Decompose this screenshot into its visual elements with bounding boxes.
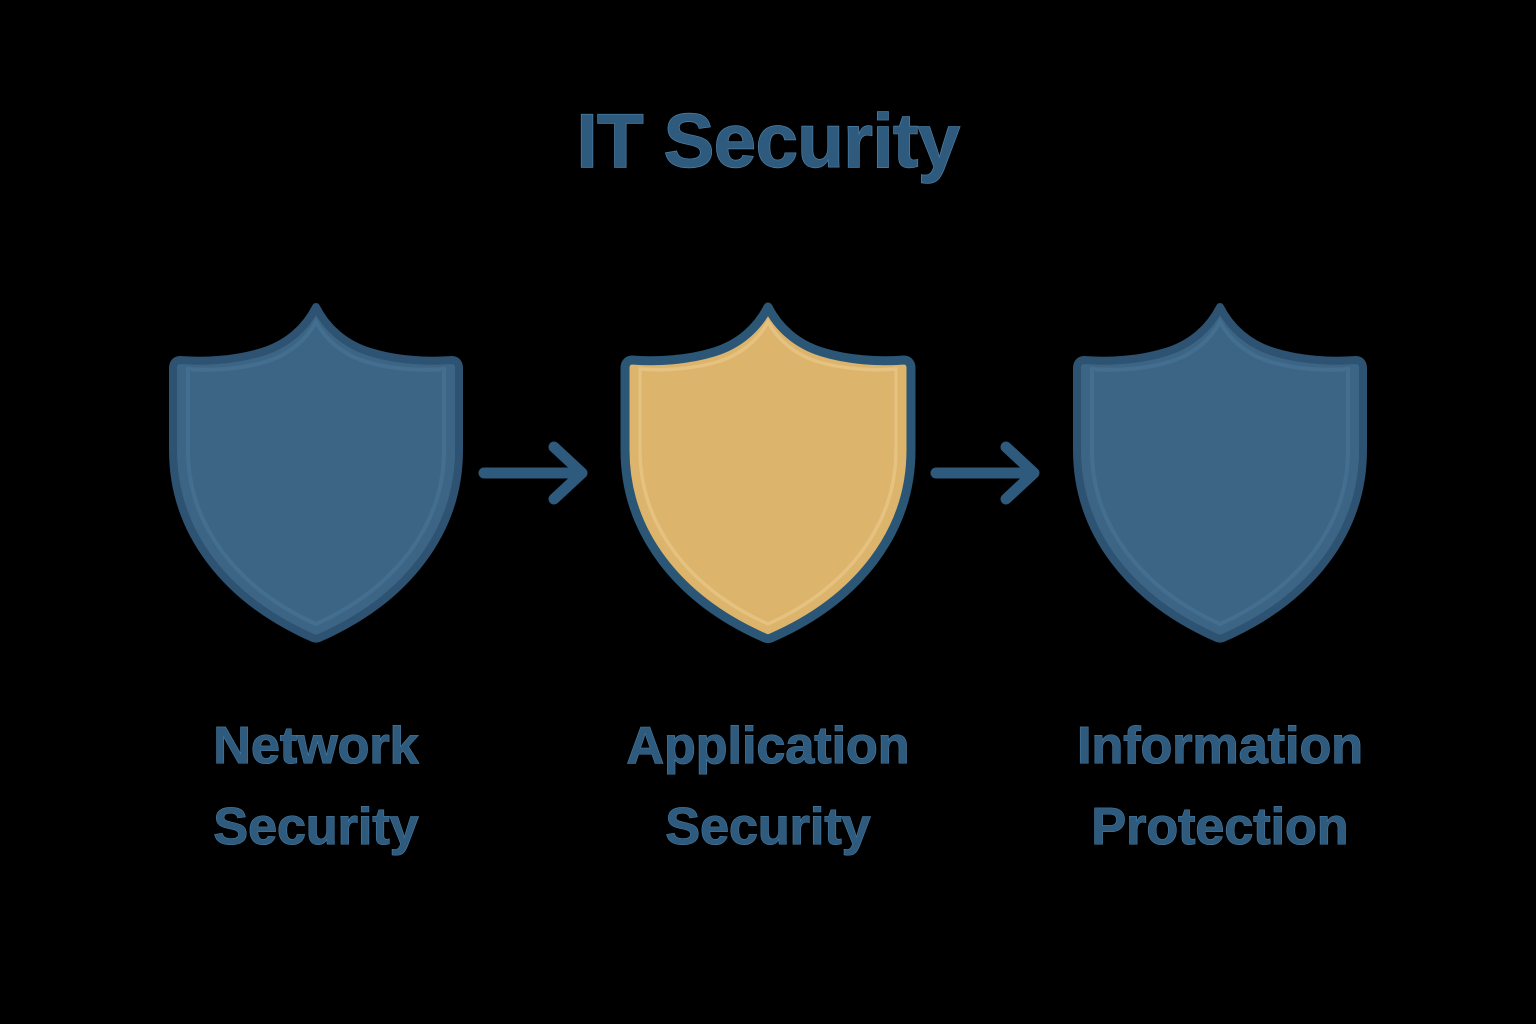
step-1-label: Network Security <box>106 706 526 867</box>
step-2-label-line1: Application <box>626 716 910 775</box>
process-flow-row <box>0 300 1536 645</box>
shield-icon <box>620 302 916 644</box>
step-2-label-line2: Security <box>665 797 871 856</box>
step-1-label-line1: Network <box>213 716 419 775</box>
arrow-right-icon <box>930 441 1040 505</box>
shield-icon <box>1073 303 1367 643</box>
step-3-label-line2: Protection <box>1091 797 1349 856</box>
step-1-network-security[interactable] <box>166 300 466 645</box>
step-2-label: Application Security <box>558 706 978 867</box>
step-3-information-protection[interactable] <box>1070 300 1370 645</box>
step-2-application-security[interactable] <box>618 300 918 645</box>
step-labels-row: Network Security Application Security In… <box>0 706 1536 876</box>
shield-icon <box>169 303 463 643</box>
connector-arrow-2 <box>930 438 1048 508</box>
step-3-label-line1: Information <box>1076 716 1363 775</box>
arrow-right-icon <box>478 441 588 505</box>
step-1-label-line2: Security <box>213 797 419 856</box>
page-title: IT Security <box>576 99 961 184</box>
step-3-label: Information Protection <box>1010 706 1430 867</box>
connector-arrow-1 <box>478 438 596 508</box>
